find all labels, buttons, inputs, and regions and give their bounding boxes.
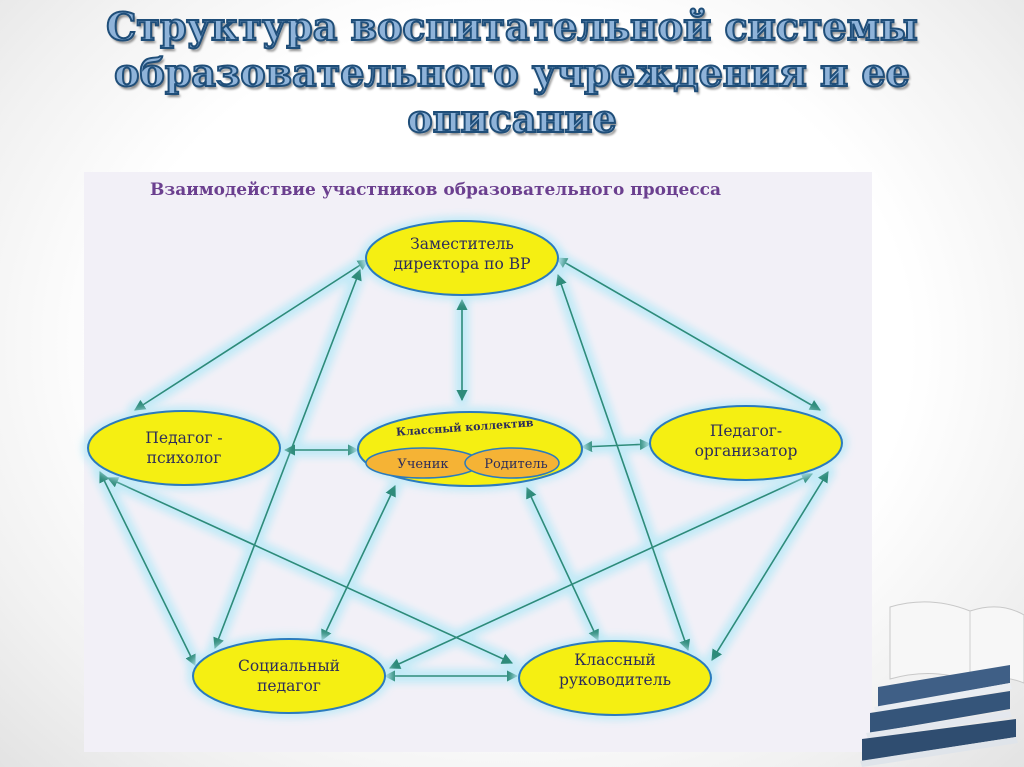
arrow-deputy-social xyxy=(213,268,362,650)
psychologist-label: Педагог - психолог xyxy=(145,429,223,467)
books-illustration xyxy=(860,601,1024,767)
title-line-3: описание xyxy=(406,95,617,142)
diagram-subtitle: Взаимодействие участников образовательно… xyxy=(150,180,722,200)
social-label: Социальный педагог xyxy=(237,657,340,695)
page-title: Структура воспитательной системы образов… xyxy=(0,3,1024,142)
node-parent xyxy=(464,447,560,479)
node-psychologist xyxy=(87,410,281,486)
title-line-2: образовательного учреждения и ее xyxy=(113,49,911,96)
node-social xyxy=(192,638,386,714)
arrow-collective-social xyxy=(321,484,396,642)
student-label: Ученик xyxy=(397,457,448,472)
node-class-teacher xyxy=(518,640,712,716)
parent-label: Родитель xyxy=(484,457,547,472)
node-deputy xyxy=(365,220,559,296)
title-line-1: Структура воспитательной системы xyxy=(105,3,919,50)
class-teacher-label: Классный руководитель xyxy=(558,651,672,689)
arrow-deputy-class-teacher xyxy=(556,273,690,652)
arrow-collective-class-teacher xyxy=(526,486,599,642)
connection-arrows xyxy=(99,257,829,682)
deputy-label: Заместитель директора по ВР xyxy=(393,235,531,273)
organizer-label: Педагог- организатор xyxy=(694,422,798,460)
node-organizer xyxy=(649,405,843,481)
